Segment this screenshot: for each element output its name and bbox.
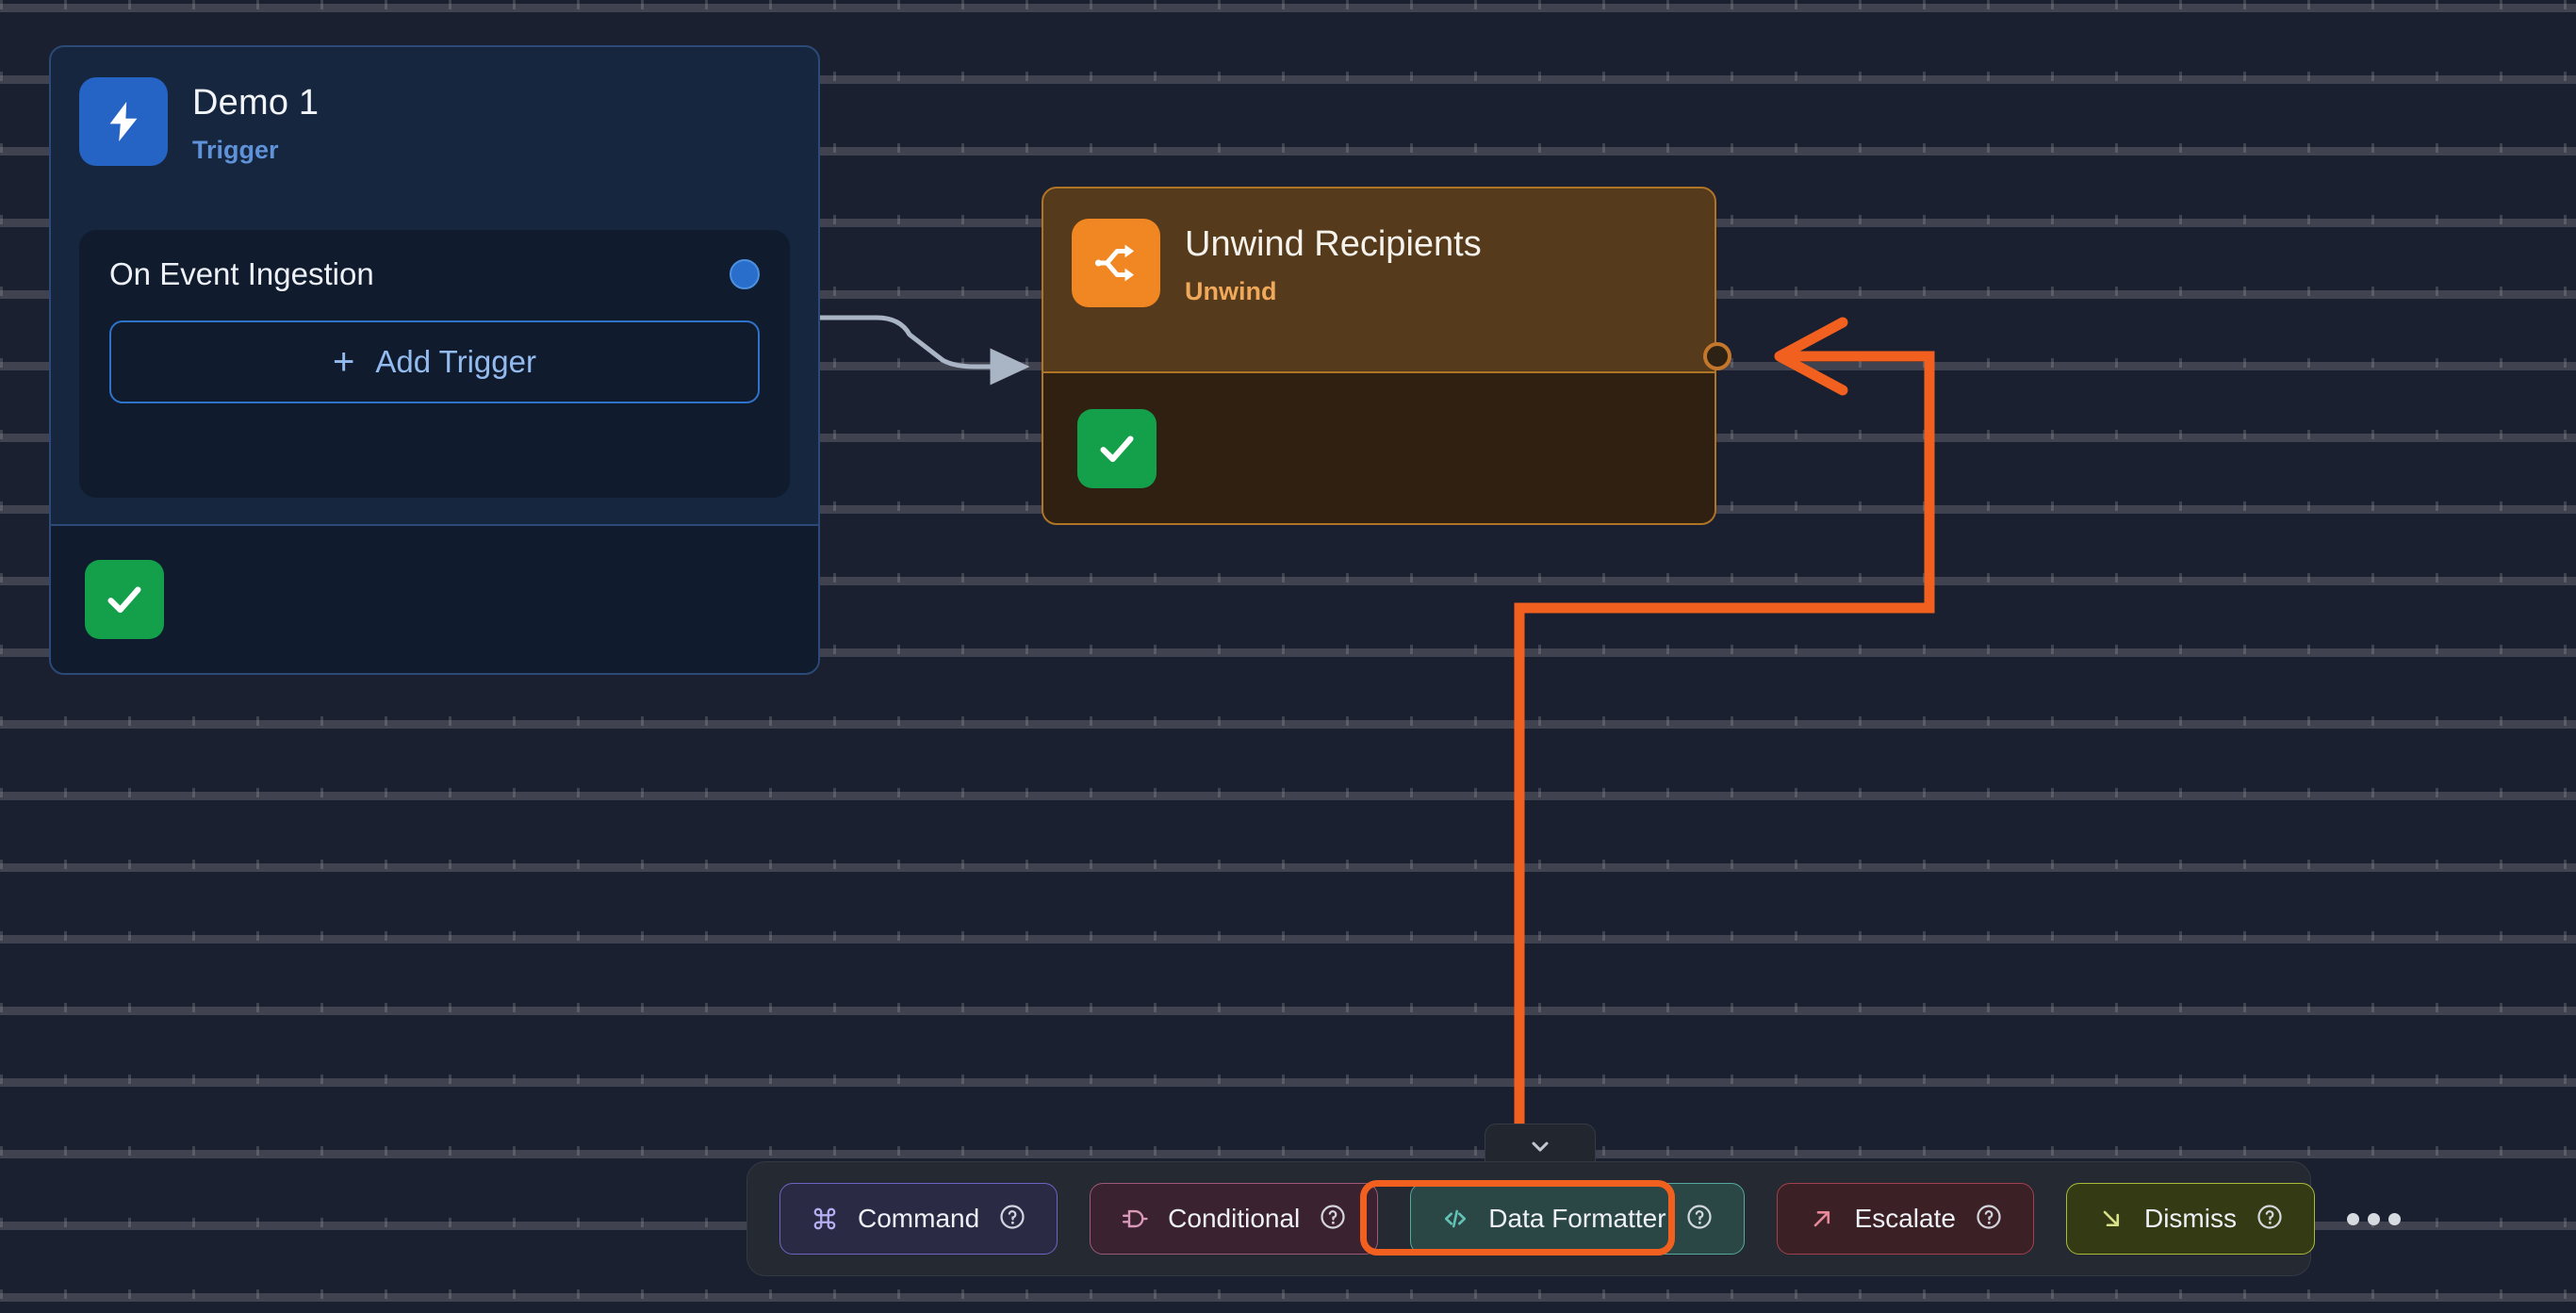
shuffle-branch-icon: [1072, 219, 1160, 307]
code-brackets-icon: [1441, 1205, 1469, 1233]
unwind-node-kind: Unwind: [1185, 276, 1277, 305]
toolbar-button-data-formatter[interactable]: Data Formatter: [1410, 1183, 1745, 1255]
plus-icon: +: [333, 341, 355, 383]
chevron-down-icon: [1532, 1141, 1549, 1152]
action-toolbar: Command Cond: [747, 1161, 2401, 1276]
add-trigger-label: Add Trigger: [375, 344, 536, 379]
unwind-node-header: Unwind Recipients Unwind: [1043, 189, 1715, 373]
add-trigger-button[interactable]: + Add Trigger: [109, 320, 760, 403]
trigger-titles: Demo 1 Trigger: [192, 77, 319, 165]
trigger-node-kind: Trigger: [192, 135, 279, 164]
trigger-title-row: Demo 1 Trigger: [79, 77, 790, 166]
unwind-titles: Unwind Recipients Unwind: [1185, 219, 1482, 306]
question-circle-icon[interactable]: [1975, 1203, 2003, 1236]
more-dot: [2346, 1212, 2359, 1225]
trigger-event-label: On Event Ingestion: [109, 256, 374, 291]
lightning-bolt-icon: [79, 77, 168, 166]
unwind-node-footer: [1043, 373, 1715, 523]
unwind-node-title: Unwind Recipients: [1185, 224, 1482, 264]
orange-edge-arrowhead: [1774, 317, 1848, 396]
toolbar-button-label: Dismiss: [2143, 1204, 2237, 1233]
question-circle-icon[interactable]: [1319, 1203, 1347, 1236]
more-dot: [2387, 1212, 2401, 1225]
trigger-event-panel: On Event Ingestion + Add Trigger: [79, 230, 790, 498]
unwind-input-port[interactable]: [1703, 342, 1731, 370]
trigger-output-port[interactable]: [730, 259, 760, 289]
toolbar-button-label: Escalate: [1854, 1204, 1956, 1233]
toolbar-button-command[interactable]: Command: [779, 1183, 1058, 1255]
logic-gate-icon: [1121, 1205, 1149, 1233]
more-dot: [2367, 1212, 2380, 1225]
toolbar-button-label: Conditional: [1168, 1204, 1301, 1233]
arrow-down-right-icon: [2097, 1205, 2125, 1233]
more-horizontal-icon[interactable]: [2346, 1183, 2401, 1255]
toolbar-button-conditional[interactable]: Conditional: [1090, 1183, 1379, 1255]
trigger-node[interactable]: Demo 1 Trigger On Event Ingestion + Add …: [49, 45, 820, 675]
check-icon: [85, 560, 164, 639]
check-icon: [1077, 408, 1157, 488]
question-circle-icon[interactable]: [2256, 1203, 2284, 1236]
question-circle-icon[interactable]: [1685, 1203, 1714, 1236]
command-key-icon: [811, 1205, 839, 1233]
trigger-event-row: On Event Ingestion: [109, 256, 760, 292]
trigger-node-title: Demo 1: [192, 83, 320, 123]
unwind-node[interactable]: Unwind Recipients Unwind: [1042, 187, 1716, 525]
question-circle-icon[interactable]: [998, 1203, 1026, 1236]
toolbar-button-escalate[interactable]: Escalate: [1776, 1183, 2034, 1255]
trigger-node-footer: [51, 526, 818, 673]
arrow-up-right-icon: [1808, 1205, 1836, 1233]
toolbar-button-label: Data Formatter: [1488, 1204, 1666, 1233]
trigger-node-header: Demo 1 Trigger On Event Ingestion + Add …: [51, 47, 818, 526]
toolbar-button-label: Command: [858, 1204, 980, 1233]
toolbar-button-dismiss[interactable]: Dismiss: [2065, 1183, 2315, 1255]
